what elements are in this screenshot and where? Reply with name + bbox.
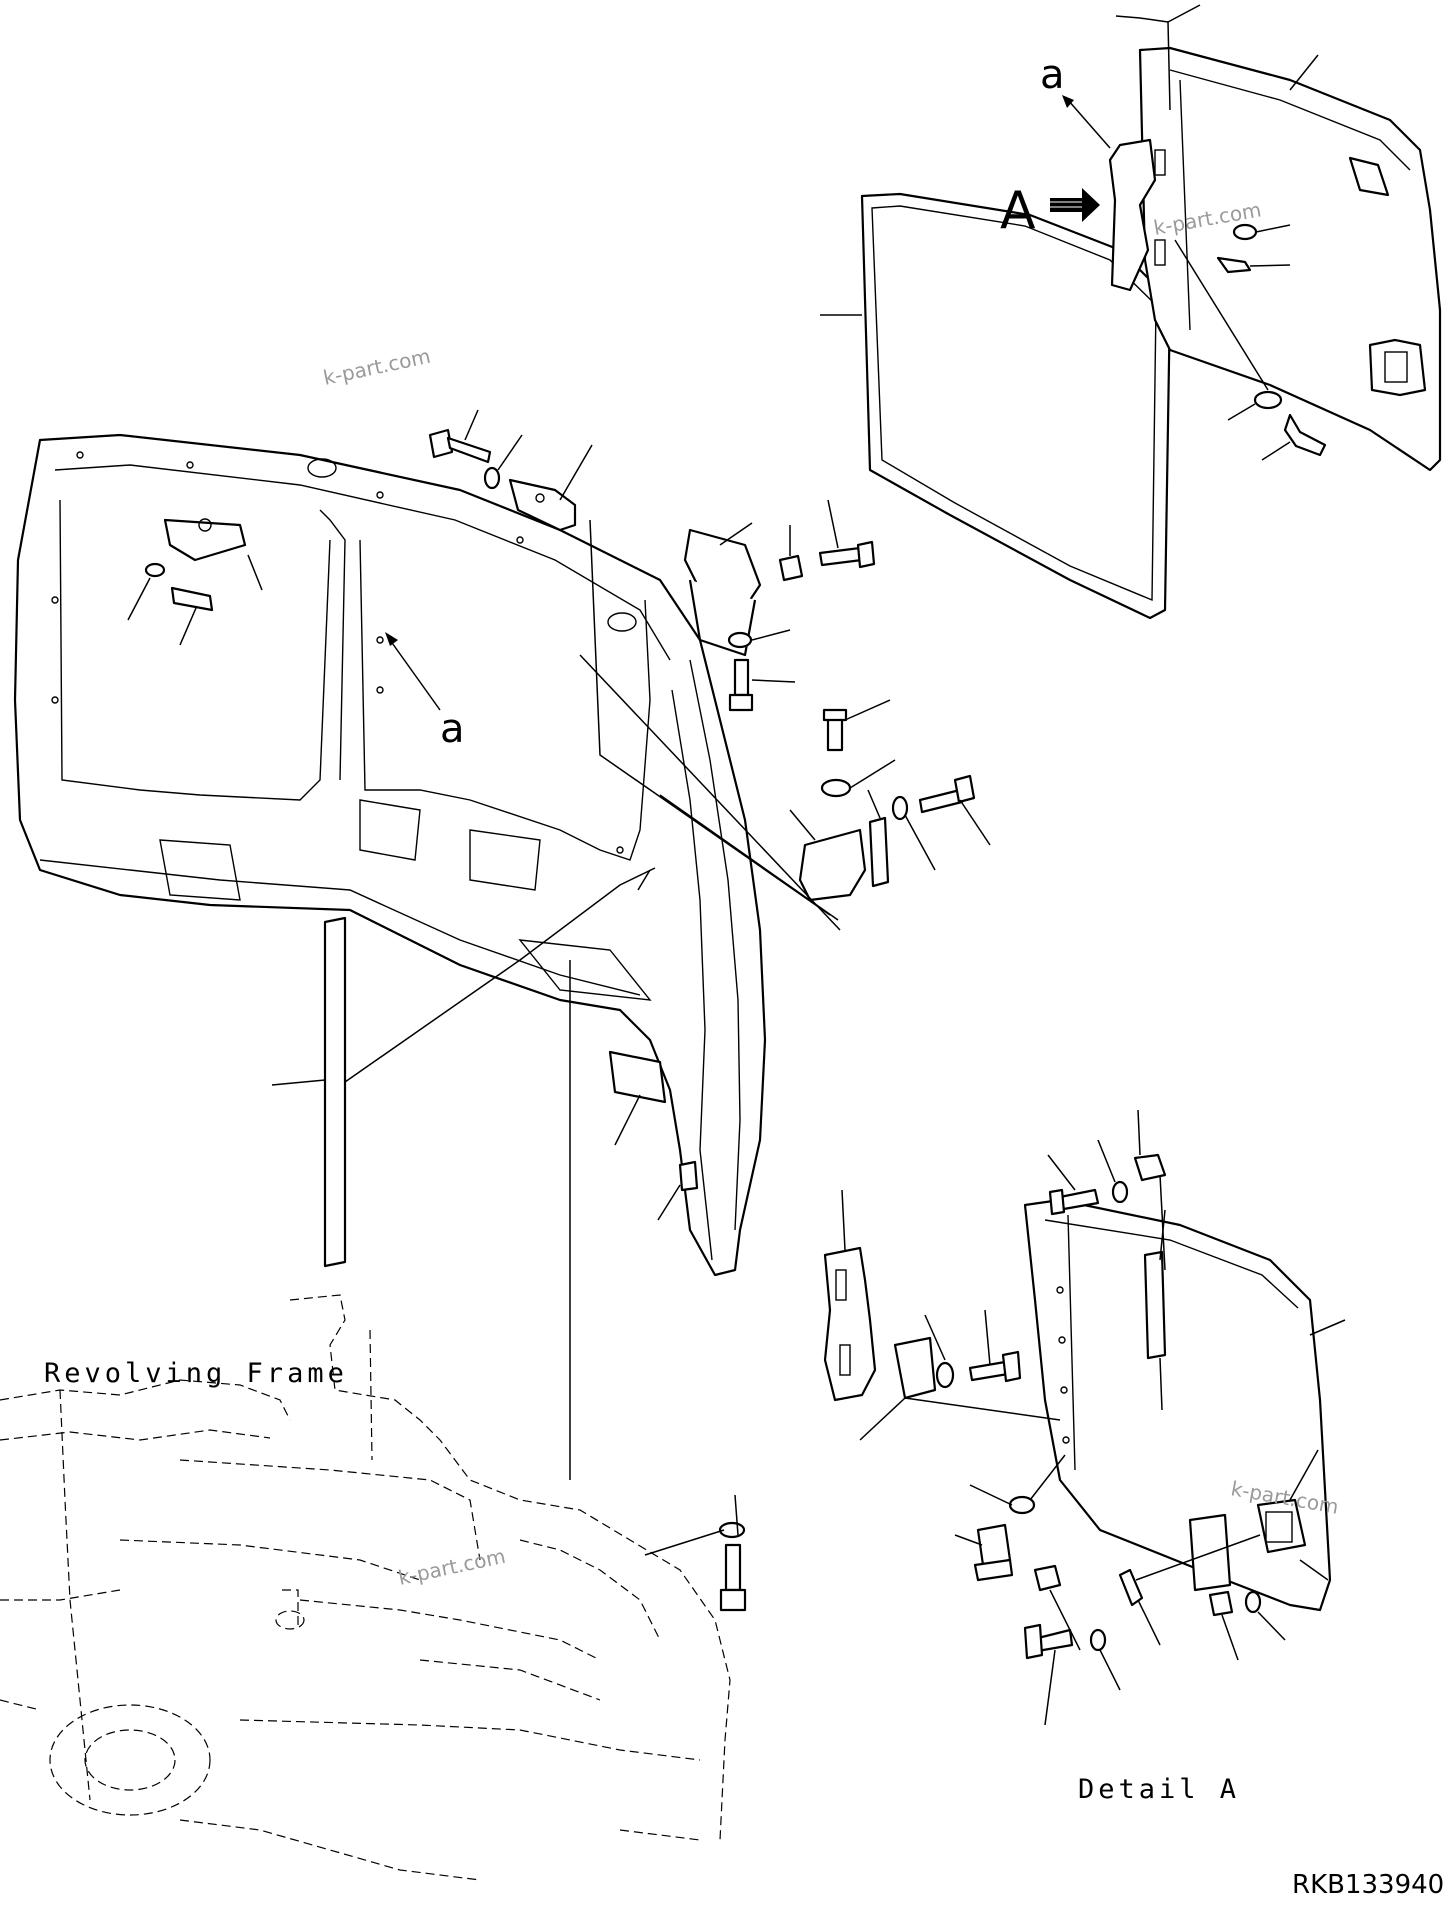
detail-a-label: Detail A [1078, 1774, 1240, 1805]
guide-lines [569, 519, 841, 1480]
door-panel-upper [1108, 4, 1442, 472]
detail-a-door [1023, 1198, 1346, 1612]
edge-clip [657, 1160, 699, 1221]
door-hardware-upper [1174, 223, 1327, 461]
detail-a-bottom-hardware [1023, 1534, 1286, 1726]
seal-strip [271, 867, 656, 1268]
ref-a-mid-leader [389, 639, 441, 711]
ref-a-top-leader [1067, 99, 1111, 149]
ref-a-mid-arrow [385, 632, 398, 646]
frame-hinge-bracket [127, 518, 263, 646]
view-arrow [1050, 188, 1100, 222]
revolving-frame-label: Revolving Frame [44, 1358, 348, 1389]
ref-a-top-arrow [1062, 95, 1074, 108]
upper-hardware [428, 409, 876, 712]
ref-a-top: a [1040, 52, 1065, 98]
view-marker-a: A [1000, 181, 1036, 241]
detail-a-top-hardware [1047, 1109, 1167, 1271]
detail-a-hinge [823, 1189, 1066, 1582]
window-seal-frame [820, 192, 1172, 620]
revolving-frame [0, 1294, 731, 1881]
frame-mount-bolt [644, 1494, 747, 1612]
watermark-3: k-part.com [396, 1544, 508, 1590]
main-cover-frame [13, 433, 767, 1277]
ref-a-mid: a [440, 706, 465, 752]
drawing-number: RKB133940 [1292, 1870, 1443, 1900]
watermark-1: k-part.com [321, 344, 433, 390]
mid-hardware [789, 699, 991, 902]
foam-pad [608, 1050, 667, 1146]
